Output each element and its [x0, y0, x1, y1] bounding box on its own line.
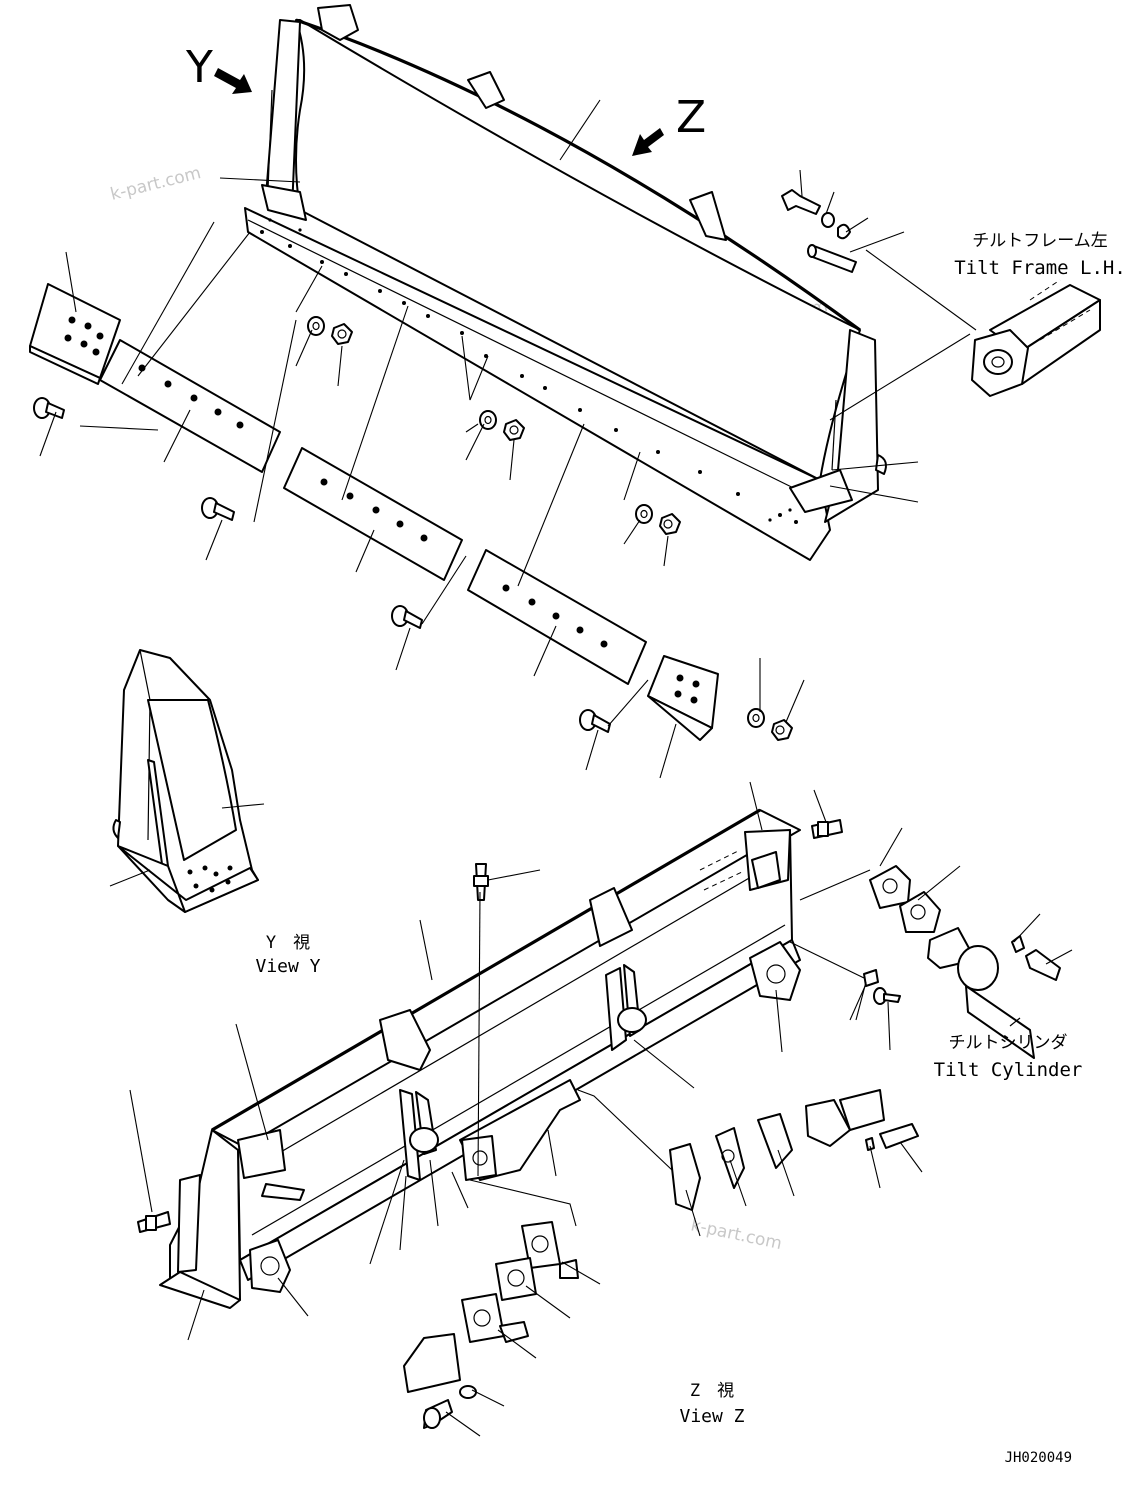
cutting-edge-1 — [99, 339, 281, 473]
view-y-letter: Y — [185, 42, 213, 93]
tilt-cylinder — [927, 927, 1035, 1059]
view-y-label-jp: Y 視 — [266, 933, 310, 953]
end-bit-left — [29, 283, 121, 385]
washers-and-nuts — [307, 316, 793, 741]
plow-bolt-3 — [391, 605, 423, 629]
tilt-frame-lh — [971, 279, 1101, 397]
view-z-detail — [159, 808, 801, 1309]
cutting-edge-2 — [283, 447, 463, 581]
view-z-label-jp: Z 視 — [690, 1381, 734, 1401]
watermark-1: k-part.com — [108, 163, 203, 205]
tilt-cylinder-gaskets-right — [863, 865, 1061, 1005]
tilt-frame-label-jp: チルトフレーム左 — [972, 231, 1108, 251]
view-z-arrow — [632, 128, 664, 156]
tilt-frame-label-en: Tilt Frame L.H. — [954, 257, 1126, 279]
watermark-4: k-part.com — [689, 1215, 784, 1254]
blade — [244, 4, 887, 561]
end-bit-right — [647, 655, 719, 741]
grease-fitting-right — [811, 819, 843, 839]
tilt-cylinder-label-jp: チルトシリンダ — [949, 1033, 1068, 1053]
plow-bolt-1 — [33, 397, 65, 419]
leader-lines — [39, 99, 1073, 1437]
view-y-detail — [112, 649, 259, 913]
drawing-code: JH020049 — [1005, 1450, 1072, 1466]
plow-bolt-2 — [201, 497, 235, 521]
tilt-cylinder-label-en: Tilt Cylinder — [934, 1059, 1083, 1081]
tilt-cylinder-lower — [669, 1089, 919, 1211]
view-z-lower-parts — [403, 1221, 579, 1429]
view-y-arrow — [214, 68, 252, 94]
cutting-edge-3 — [467, 549, 647, 685]
pin-bolt-set — [781, 189, 857, 273]
grease-fitting-left — [137, 1211, 171, 1233]
view-z-letter: Z — [676, 92, 706, 143]
grease-fitting-top — [473, 863, 489, 901]
plow-bolt-4 — [579, 709, 611, 733]
view-z-label-en: View Z — [679, 1406, 744, 1427]
view-y-label-en: View Y — [255, 956, 320, 977]
